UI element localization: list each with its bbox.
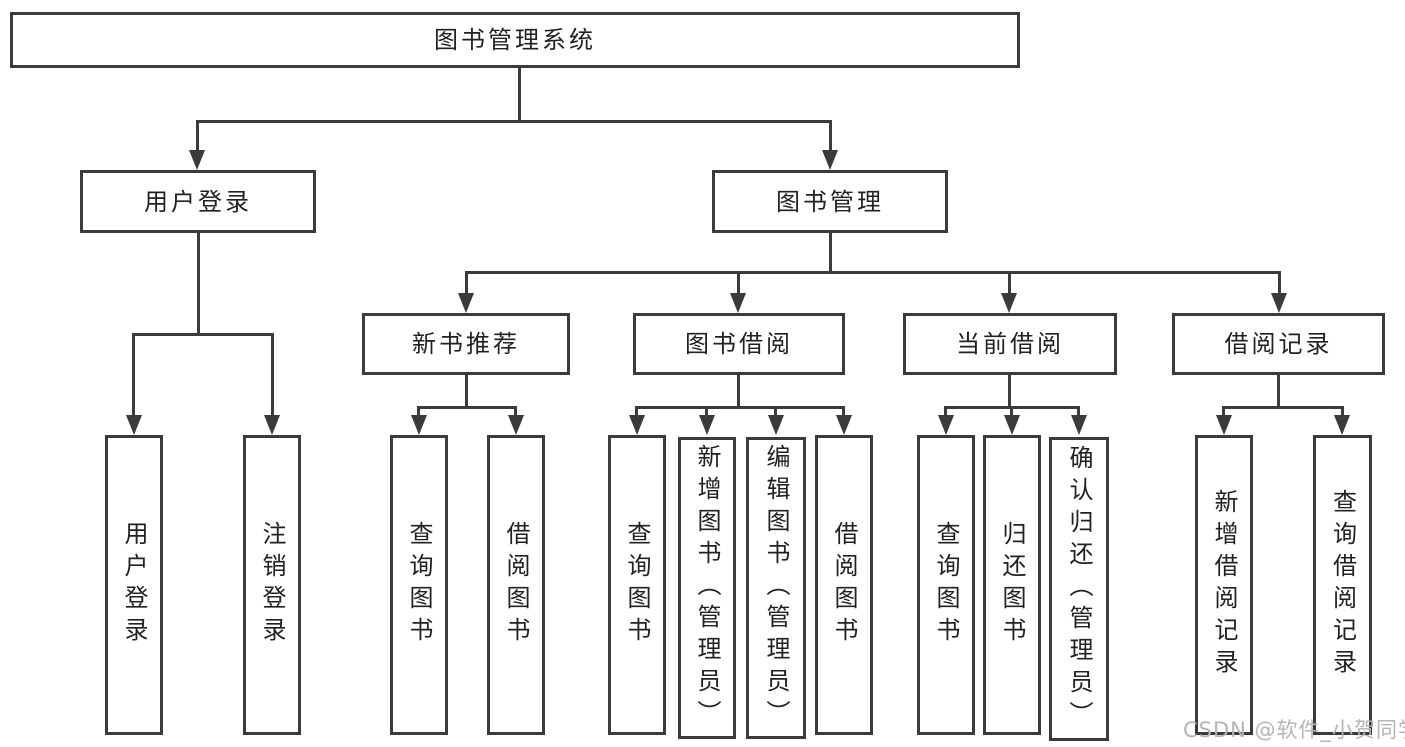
node-label: 图书管理 (776, 187, 884, 216)
arrow-down-icon (264, 415, 280, 435)
connector-line (737, 374, 740, 409)
connector-line (705, 406, 708, 419)
leaf-confirm-return-admin: 确认归还（管理员） (1049, 437, 1109, 741)
node-label: 借阅图书 (830, 521, 858, 649)
connector-line (197, 232, 200, 336)
connector-line (417, 406, 517, 409)
node-new-book-recommendation: 新书推荐 (362, 313, 570, 375)
connector-line (465, 374, 468, 409)
arrow-down-icon (1001, 293, 1017, 313)
connector-line (1341, 406, 1344, 419)
node-label: 图书借阅 (685, 330, 793, 358)
node-label: 查询图书 (932, 521, 960, 649)
arrow-down-icon (822, 150, 838, 170)
connector-line (1222, 406, 1343, 409)
connector-line (132, 333, 274, 336)
leaf-add-borrow-record: 新增借阅记录 (1195, 435, 1253, 735)
node-user-login: 用户登录 (80, 170, 316, 233)
connector-line (196, 120, 199, 153)
node-label: 注销登录 (258, 521, 286, 649)
arrow-down-icon (1271, 293, 1287, 313)
arrow-down-icon (1216, 415, 1232, 435)
connector-line (1008, 271, 1011, 296)
node-label: 用户登录 (120, 521, 148, 649)
node-label: 确认归还（管理员） (1065, 445, 1093, 733)
node-label: 当前借阅 (956, 330, 1064, 358)
leaf-logout-login: 注销登录 (243, 435, 301, 735)
arrow-down-icon (126, 415, 142, 435)
connector-line (944, 406, 947, 419)
node-label: 新增借阅记录 (1210, 489, 1238, 681)
connector-line (465, 271, 1281, 274)
node-label: 编辑图书（管理员） (762, 444, 790, 732)
connector-line (737, 271, 740, 296)
leaf-query-borrow-record: 查询借阅记录 (1313, 435, 1372, 735)
connector-line (417, 406, 420, 419)
connector-line (518, 67, 521, 123)
arrow-down-icon (1071, 415, 1087, 435)
connector-line (1077, 406, 1080, 419)
connector-line (829, 120, 832, 153)
connector-line (271, 333, 274, 418)
node-label: 用户登录 (144, 187, 252, 216)
arrow-down-icon (938, 415, 954, 435)
node-current-borrowing: 当前借阅 (903, 313, 1117, 375)
arrow-down-icon (189, 150, 205, 170)
arrow-down-icon (411, 415, 427, 435)
leaf-user-login: 用户登录 (105, 435, 163, 735)
leaf-add-books-admin: 新增图书（管理员） (678, 437, 736, 739)
connector-line (1010, 406, 1013, 419)
arrow-down-icon (458, 293, 474, 313)
connector-line (1277, 374, 1280, 409)
leaf-recommend-query-books: 查询图书 (390, 435, 448, 735)
arrow-down-icon (768, 415, 784, 435)
connector-line (1008, 374, 1011, 409)
connector-line (1278, 271, 1281, 296)
node-label: 借阅记录 (1224, 330, 1333, 358)
arrow-down-icon (1004, 415, 1020, 435)
arrow-down-icon (508, 415, 524, 435)
connector-line (465, 271, 468, 296)
connector-line (1222, 406, 1225, 419)
leaf-edit-books-admin: 编辑图书（管理员） (746, 437, 806, 739)
node-borrowing-records: 借阅记录 (1172, 313, 1385, 375)
connector-line (196, 120, 832, 123)
node-label: 查询图书 (623, 521, 651, 649)
leaf-borrowing-borrow-books: 借阅图书 (815, 435, 873, 735)
connector-line (635, 406, 638, 419)
csdn-watermark: CSDN @软件_小贺同学 (1183, 718, 1405, 742)
leaf-current-query-books: 查询图书 (917, 435, 975, 735)
connector-line (842, 406, 845, 419)
node-book-borrowing: 图书借阅 (633, 313, 845, 375)
arrow-down-icon (1334, 415, 1350, 435)
arrow-down-icon (836, 415, 852, 435)
arrow-down-icon (629, 415, 645, 435)
arrow-down-icon (699, 415, 715, 435)
node-label: 查询图书 (405, 521, 433, 649)
node-label: 借阅图书 (502, 521, 530, 649)
node-label: 图书管理系统 (434, 26, 596, 54)
connector-line (829, 232, 832, 274)
connector-line (514, 406, 517, 419)
node-label: 归还图书 (998, 521, 1026, 649)
connector-line (774, 406, 777, 419)
arrow-down-icon (730, 293, 746, 313)
connector-line (132, 333, 135, 418)
connector-line (635, 406, 844, 409)
leaf-borrowing-query-books: 查询图书 (608, 435, 666, 735)
node-book-management: 图书管理 (712, 170, 948, 233)
leaf-return-books: 归还图书 (983, 435, 1041, 735)
node-label: 新增图书（管理员） (693, 444, 721, 732)
leaf-recommend-borrow-books: 借阅图书 (487, 435, 545, 735)
node-label: 查询借阅记录 (1328, 489, 1357, 681)
node-label: 新书推荐 (412, 330, 520, 358)
node-library-management-system: 图书管理系统 (10, 12, 1020, 68)
